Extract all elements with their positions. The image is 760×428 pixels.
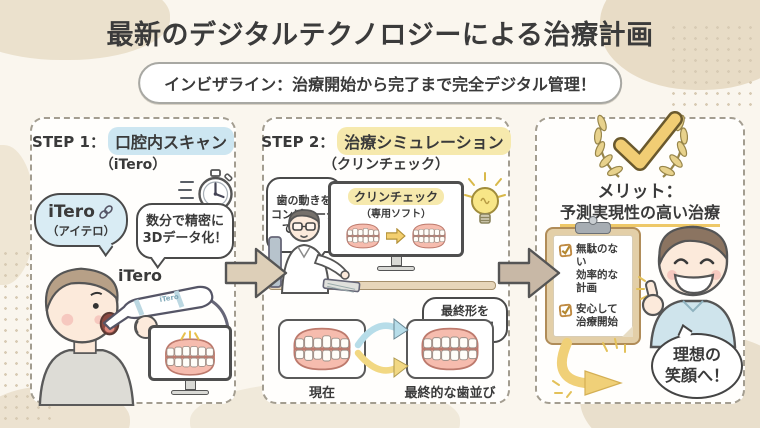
monitor-stand xyxy=(390,257,402,266)
goal-arrow-icon xyxy=(552,338,626,398)
sparkle-icon xyxy=(180,330,200,341)
checkbox-checked-icon xyxy=(558,303,573,317)
clincheck-title: クリンチェック xyxy=(347,188,444,205)
teeth-scan-illustration xyxy=(165,338,215,376)
bubble-tail xyxy=(98,237,114,257)
laurel-check-icon xyxy=(593,111,689,178)
merit-subtitle: 予測実現性の高い治療 xyxy=(559,199,720,227)
checklist-item: 無駄のない 効率的な 計画 xyxy=(558,243,628,296)
itero-name-kana: （アイテロ） xyxy=(46,223,116,238)
svg-text:iTero: iTero xyxy=(159,293,180,304)
step1-label: STEP 1： xyxy=(32,132,105,151)
dot-pattern xyxy=(668,22,760,108)
checklist-paper: 無駄のない 効率的な 計画 安心して 治療開始 xyxy=(553,235,633,337)
step2-label: STEP 2： xyxy=(261,132,335,151)
checklist-item: 安心して 治療開始 xyxy=(558,303,628,329)
step1-panel: STEP 1： 口腔内スキャン （iTero） iTero xyxy=(30,117,236,406)
teeth-before-illustration xyxy=(346,223,380,249)
itero-name-bubble: iTero （アイテロ） xyxy=(34,193,128,257)
subtitle-badge: インビザライン：治療開始から完了まで完全デジタル管理！ xyxy=(138,62,622,104)
clincheck-subtitle: （専用ソフト） xyxy=(361,209,431,220)
step1-title: 口腔内スキャン xyxy=(107,127,234,155)
page-title: 最新のデジタルテクノロジーによる治療計画 xyxy=(106,20,654,51)
scan-result-monitor xyxy=(148,325,232,395)
clincheck-monitor: クリンチェック （専用ソフト） xyxy=(328,181,464,271)
monitor-base xyxy=(377,266,415,271)
merit-panel: メリット： 予測実現性の高い治療 無駄のない 効率的な 計画 xyxy=(535,111,745,404)
stopwatch-icon xyxy=(178,169,233,212)
final-label: 最終的な歯並び xyxy=(404,386,496,401)
checkbox-checked-icon xyxy=(558,243,573,258)
current-label: 現在 xyxy=(308,386,335,401)
scanner-device-label: iTero xyxy=(118,266,163,285)
teeth-current-illustration xyxy=(293,327,351,371)
teeth-after-illustration xyxy=(412,223,446,249)
speed-bubble: 数分で精密に 3Dデータ化！ xyxy=(136,203,234,269)
monitor-base xyxy=(171,390,209,395)
current-teeth-box xyxy=(278,319,366,379)
checklist-clipboard: 無駄のない 効率的な 計画 安心して 治療開始 xyxy=(545,216,641,345)
monitor-stand xyxy=(184,381,196,390)
step-arrow-icon xyxy=(224,247,288,299)
itero-name: iTero xyxy=(48,201,95,222)
step2-title: 治療シミュレーション xyxy=(337,127,511,155)
step1-subtitle: （iTero） xyxy=(99,157,167,173)
link-icon xyxy=(99,204,113,219)
goal-bubble: 理想の 笑顔へ！ xyxy=(651,324,743,399)
simulation-arrow-icon xyxy=(386,228,406,244)
teeth-final-illustration xyxy=(421,327,479,371)
step-arrow-icon xyxy=(497,247,561,299)
lightbulb-icon xyxy=(464,172,506,224)
final-teeth-box xyxy=(406,319,494,379)
step2-subtitle: （クリンチェック） xyxy=(323,157,449,173)
transform-arrows-icon xyxy=(354,317,409,379)
clipboard-knob xyxy=(588,216,598,225)
merit-title: メリット： xyxy=(597,182,683,202)
step2-panel: STEP 2： 治療シミュレーション （クリンチェック） 歯の動きを コンピュー… xyxy=(261,117,511,404)
